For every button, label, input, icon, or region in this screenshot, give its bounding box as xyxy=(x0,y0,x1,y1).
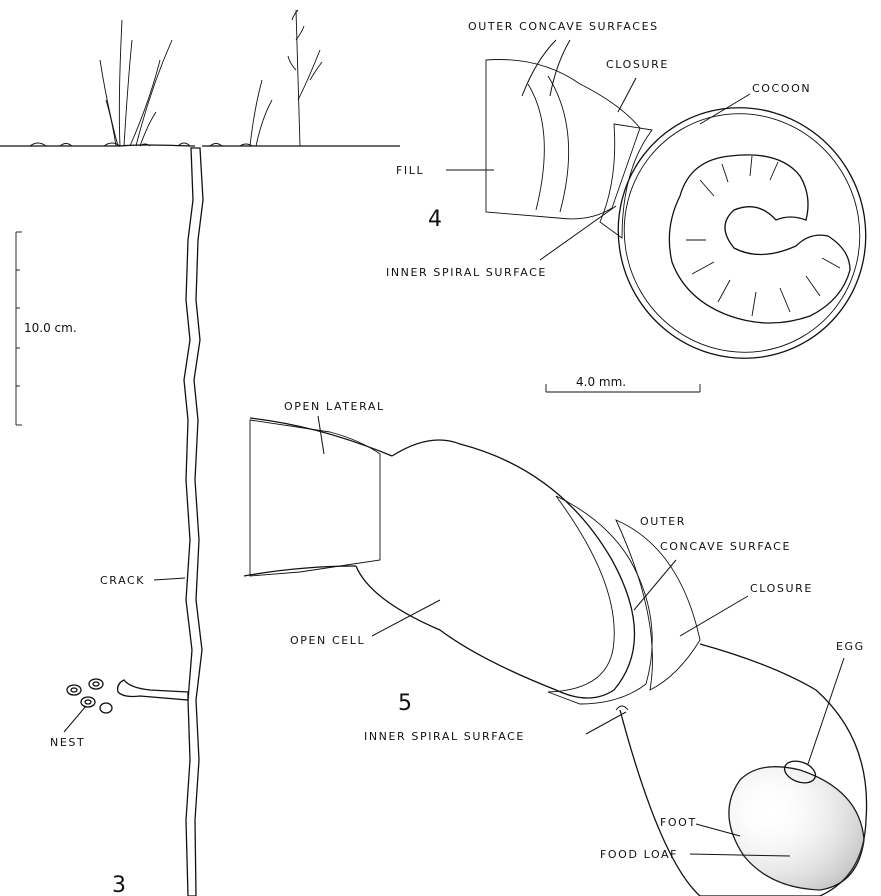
label-inner-spiral-surface-5: INNER SPIRAL SURFACE xyxy=(364,730,525,743)
scale-bar-cm xyxy=(16,232,22,425)
fill-region xyxy=(486,60,640,219)
leader-inner-spiral-surface-5 xyxy=(586,712,626,734)
figure-3: 10.0 cm. CRACK NEST 3 xyxy=(0,10,400,896)
label-fill: FILL xyxy=(396,164,424,177)
label-egg: EGG xyxy=(836,640,865,653)
label-closure-4: CLOSURE xyxy=(606,58,669,71)
leader-cocoon xyxy=(700,94,750,124)
figure-4: OUTER CONCAVE SURFACES CLOSURE COCOON FI… xyxy=(386,20,881,404)
outer-concave-surface-2 xyxy=(548,76,569,212)
outer-concave-surface-1 xyxy=(528,84,544,210)
outer-concave-surface-5 xyxy=(548,496,652,704)
cell-tip xyxy=(616,706,628,710)
label-closure-5: CLOSURE xyxy=(750,582,813,595)
leader-inner-spiral-surface-4 xyxy=(540,206,616,260)
figure-number-3: 3 xyxy=(112,873,126,896)
food-loaf-shade xyxy=(729,767,864,890)
larva xyxy=(669,155,850,323)
label-inner-spiral-surface-4: INNER SPIRAL SURFACE xyxy=(386,266,547,279)
leader-outer-concave-surfaces xyxy=(522,40,570,96)
lateral-tunnel xyxy=(118,680,188,700)
scale-bar-mm-label: 4.0 mm. xyxy=(576,375,626,389)
leader-egg xyxy=(808,658,844,764)
leader-open-lateral xyxy=(318,416,324,454)
label-open-lateral: OPEN LATERAL xyxy=(284,400,385,413)
open-lateral-fill-bottom xyxy=(244,566,356,576)
label-foot: FOOT xyxy=(660,816,697,829)
leader-crack xyxy=(154,578,185,580)
label-crack: CRACK xyxy=(100,574,145,587)
open-cell xyxy=(356,440,635,698)
label-outer-concave-surfaces: OUTER CONCAVE SURFACES xyxy=(468,20,659,33)
closure-region xyxy=(600,124,652,238)
nest-cells xyxy=(67,679,112,713)
figure-number-4: 4 xyxy=(428,207,442,232)
scale-bar-cm-label: 10.0 cm. xyxy=(24,321,77,335)
label-nest: NEST xyxy=(50,736,85,749)
label-food-loaf: FOOD LOAF xyxy=(600,848,678,861)
cocoon-inner xyxy=(581,71,881,396)
label-open-cell: OPEN CELL xyxy=(290,634,365,647)
leader-closure-4 xyxy=(618,78,636,112)
leader-closure-5 xyxy=(680,596,748,636)
label-cocoon: COCOON xyxy=(752,82,811,95)
label-concave-surface: CONCAVE SURFACE xyxy=(660,540,791,553)
crack-channel xyxy=(184,148,203,896)
figure-number-5: 5 xyxy=(398,691,412,716)
larva-segments xyxy=(686,156,840,316)
grass-plants xyxy=(100,10,322,146)
cocoon xyxy=(572,62,881,403)
leader-open-cell xyxy=(372,600,440,636)
figure-5: OPEN LATERAL OUTER CONCAVE SURFACE CLOSU… xyxy=(244,400,867,896)
label-outer-5: OUTER xyxy=(640,515,686,528)
leader-nest xyxy=(64,706,86,732)
